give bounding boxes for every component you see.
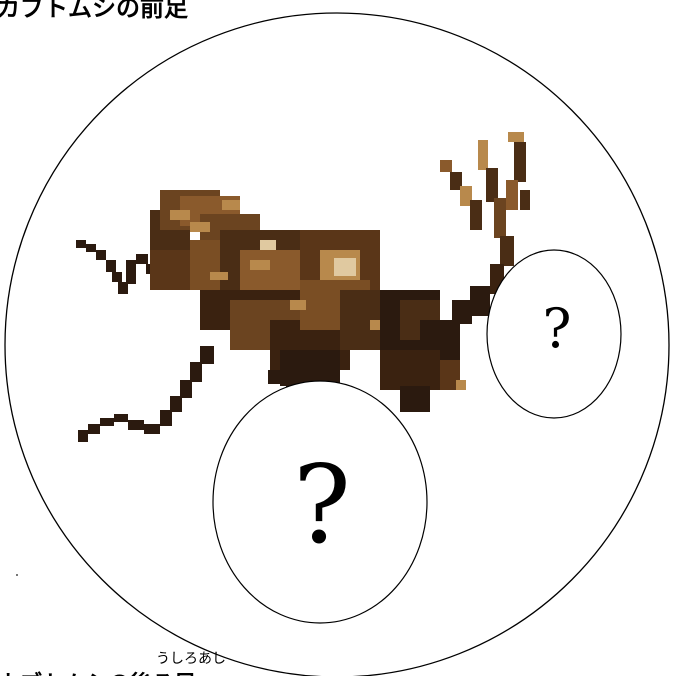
bottom-title: カブトムシの後ろ足 (0, 666, 196, 676)
stray-dot (16, 574, 18, 576)
question-mark-small: ? (543, 297, 572, 360)
furigana-label: うしろあし (156, 648, 226, 668)
question-mark-large: ? (293, 443, 351, 568)
